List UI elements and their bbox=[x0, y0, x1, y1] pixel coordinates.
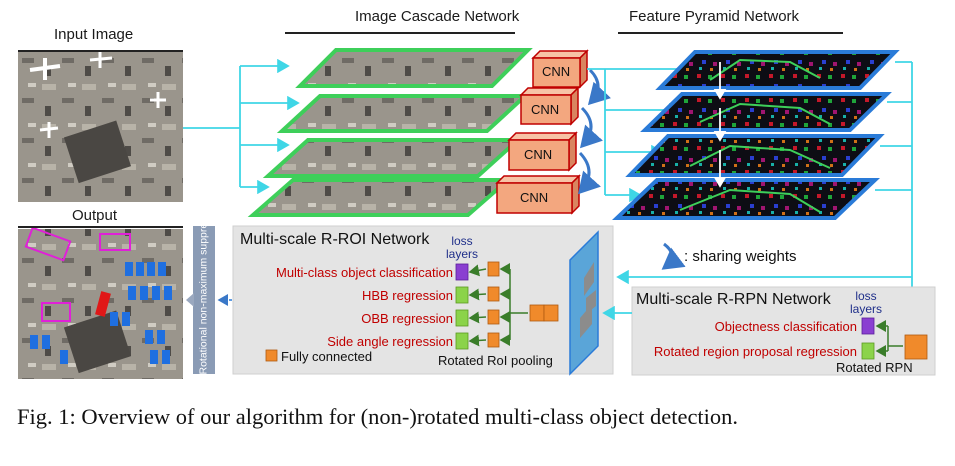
roi-output-obb: OBB regression bbox=[361, 311, 453, 326]
image-cascade-rule bbox=[285, 32, 515, 34]
input-image bbox=[18, 52, 183, 202]
roi-pooling-label: Rotated RoI pooling bbox=[438, 353, 553, 368]
image-cascade-header: Image Cascade Network bbox=[355, 8, 520, 25]
image-cascade-stack bbox=[247, 48, 533, 217]
roi-title: Multi-scale R-ROI Network bbox=[240, 231, 430, 248]
feature-pyramid-stack bbox=[611, 50, 900, 220]
nms-label-box: Rotational non-maximum suppression bbox=[193, 197, 215, 374]
input-to-cascade-arrows bbox=[183, 58, 300, 195]
roi-loss-layers-line2: layers bbox=[445, 247, 478, 261]
roi-fc-blocks bbox=[487, 261, 559, 348]
roi-loss-blocks bbox=[455, 263, 469, 350]
roi-pooling-slab bbox=[569, 230, 599, 376]
cnn-blocks bbox=[495, 49, 589, 215]
input-image-header: Input Image bbox=[54, 26, 134, 43]
fc-legend-swatch bbox=[265, 349, 278, 362]
sharing-weight-arrows bbox=[577, 68, 612, 195]
rpn-loss-layers-line1: loss bbox=[855, 289, 877, 303]
feature-pyramid-header: Feature Pyramid Network bbox=[629, 8, 800, 25]
input-image-rule bbox=[18, 50, 183, 52]
rpn-title: Multi-scale R-RPN Network bbox=[636, 291, 831, 308]
rpn-loss-layers-line2: layers bbox=[849, 302, 882, 316]
feature-pyramid-rule bbox=[618, 32, 843, 34]
output-header: Output bbox=[72, 207, 118, 224]
pyramid-to-rpn-arrows bbox=[616, 61, 920, 328]
roi-output-side-angle: Side angle regression bbox=[327, 334, 453, 349]
nms-to-output-arrow bbox=[186, 293, 194, 307]
roi-output-classification: Multi-class object classification bbox=[275, 265, 453, 280]
rpn-blocks bbox=[861, 317, 928, 360]
fc-legend-label: Fully connected bbox=[281, 349, 373, 364]
rpn-label: Rotated RPN bbox=[836, 360, 913, 375]
rpn-loss-layers-label: loss layers bbox=[849, 290, 883, 316]
roi-internal-arrows bbox=[468, 263, 528, 347]
sharing-weights-legend-icon bbox=[661, 242, 686, 270]
roi-loss-layers-line1: loss bbox=[451, 234, 473, 248]
sharing-weights-label: : sharing weights bbox=[684, 248, 797, 265]
rpn-internal-arrows bbox=[875, 320, 903, 357]
roi-loss-layers-label: loss layers bbox=[445, 235, 479, 261]
rpn-output-proposal: Rotated region proposal regression bbox=[653, 344, 857, 359]
figure-caption: Fig. 1: Overview of our algorithm for (n… bbox=[17, 404, 739, 429]
roi-panel bbox=[232, 225, 614, 375]
roi-output-hbb: HBB regression bbox=[361, 288, 453, 303]
nms-box bbox=[193, 226, 215, 374]
output-rule bbox=[18, 226, 183, 228]
output-image bbox=[18, 226, 183, 379]
rpn-output-objectness: Objectness classification bbox=[714, 319, 857, 334]
nms-label: Rotational non-maximum suppression bbox=[197, 197, 210, 374]
